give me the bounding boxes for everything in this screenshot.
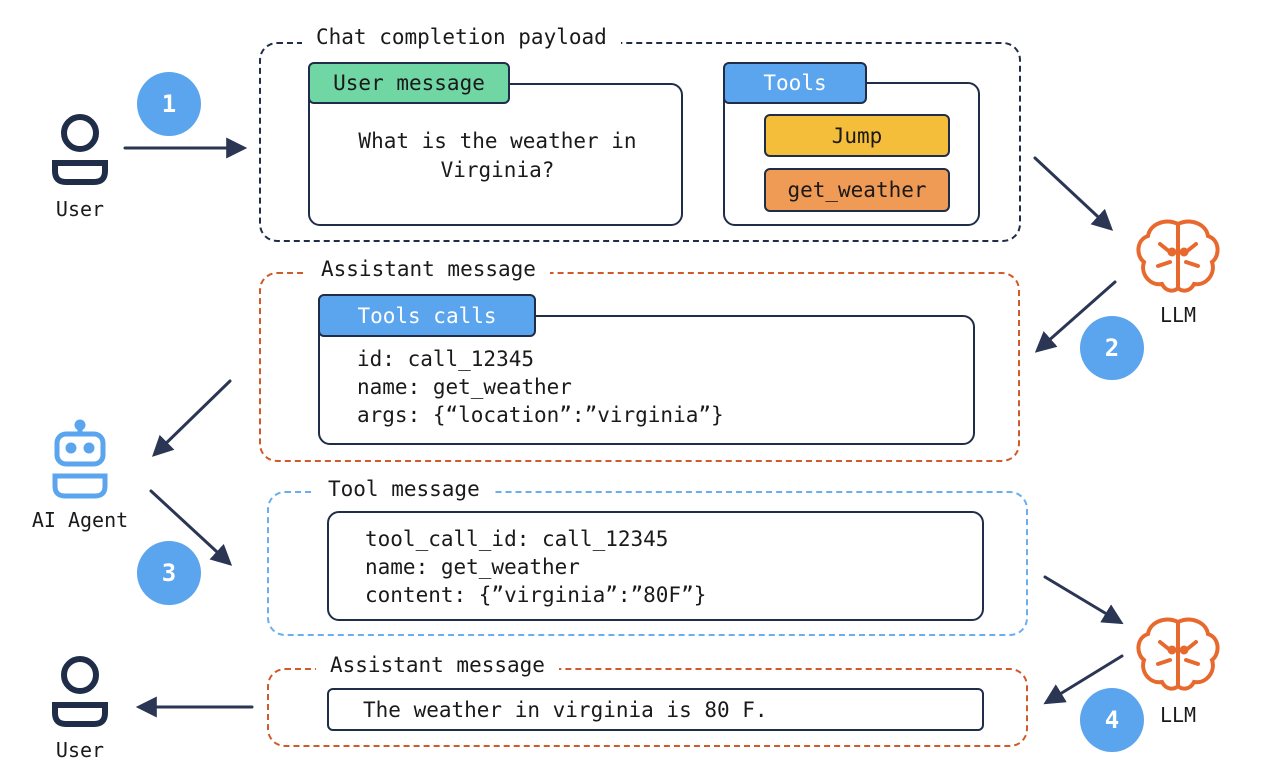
arrow-agent-to-toolmsg bbox=[149, 489, 233, 566]
robot-icon bbox=[52, 419, 108, 499]
assistant-message-final-title: Assistant message bbox=[316, 652, 559, 678]
final-answer-card: The weather in virginia is 80 F. bbox=[327, 688, 984, 731]
step-badge-4: 4 bbox=[1080, 688, 1144, 752]
arrow-llm-to-assistant bbox=[1034, 280, 1117, 353]
arrow-payload-to-llm bbox=[1033, 156, 1114, 231]
tools-calls-tab: Tools calls bbox=[318, 294, 536, 337]
tool-get-weather: get_weather bbox=[764, 168, 950, 212]
user-icon-top bbox=[52, 114, 108, 185]
agent-label: AI Agent bbox=[31, 508, 129, 532]
step-badge-3: 3 bbox=[137, 541, 201, 605]
arrow-toolmsg-to-llm bbox=[1043, 575, 1124, 625]
tool-call-name: name: get_weather bbox=[357, 375, 572, 399]
tool-message-title: Tool message bbox=[314, 476, 494, 502]
assistant-message-toolcalls-title: Assistant message bbox=[307, 256, 550, 282]
user-message-card: What is the weather in Virginia? bbox=[308, 83, 683, 226]
arrow-llm-to-final bbox=[1043, 654, 1124, 705]
chat-completion-payload-group bbox=[259, 42, 1021, 242]
assistant-message-toolcalls-group bbox=[259, 272, 1020, 462]
brain-icon-top bbox=[1136, 219, 1220, 293]
tool-message-content: content: {”virginia”:”80F”} bbox=[365, 583, 707, 607]
tool-message-name: name: get_weather bbox=[365, 555, 580, 579]
user-message-text: What is the weather in Virginia? bbox=[358, 129, 637, 182]
arrow-assistant-to-agent bbox=[151, 379, 232, 457]
tool-message-card: tool_call_id: call_12345 name: get_weath… bbox=[327, 511, 984, 621]
tool-message-group bbox=[267, 491, 1028, 636]
tool-call-args: args: {“location”:”virginia”} bbox=[357, 403, 724, 427]
user-message-tab: User message bbox=[308, 62, 510, 104]
brain-icon-bottom bbox=[1136, 617, 1220, 691]
tool-call-id: id: call_12345 bbox=[357, 347, 535, 371]
step-badge-2: 2 bbox=[1080, 316, 1144, 380]
user-label-bottom: User bbox=[55, 738, 105, 762]
tool-jump: Jump bbox=[764, 114, 950, 157]
chat-completion-payload-title: Chat completion payload bbox=[302, 24, 621, 50]
user-icon-bottom bbox=[52, 656, 108, 727]
tools-tab: Tools bbox=[723, 62, 867, 104]
step-badge-1: 1 bbox=[137, 72, 201, 136]
final-answer-text: The weather in virginia is 80 F. bbox=[363, 698, 768, 722]
assistant-message-final-group bbox=[267, 668, 1028, 747]
llm-label-bottom: LLM bbox=[1159, 703, 1197, 727]
llm-label-top: LLM bbox=[1159, 303, 1197, 327]
tool-message-call-id: tool_call_id: call_12345 bbox=[365, 527, 669, 551]
user-label-top: User bbox=[55, 197, 105, 221]
